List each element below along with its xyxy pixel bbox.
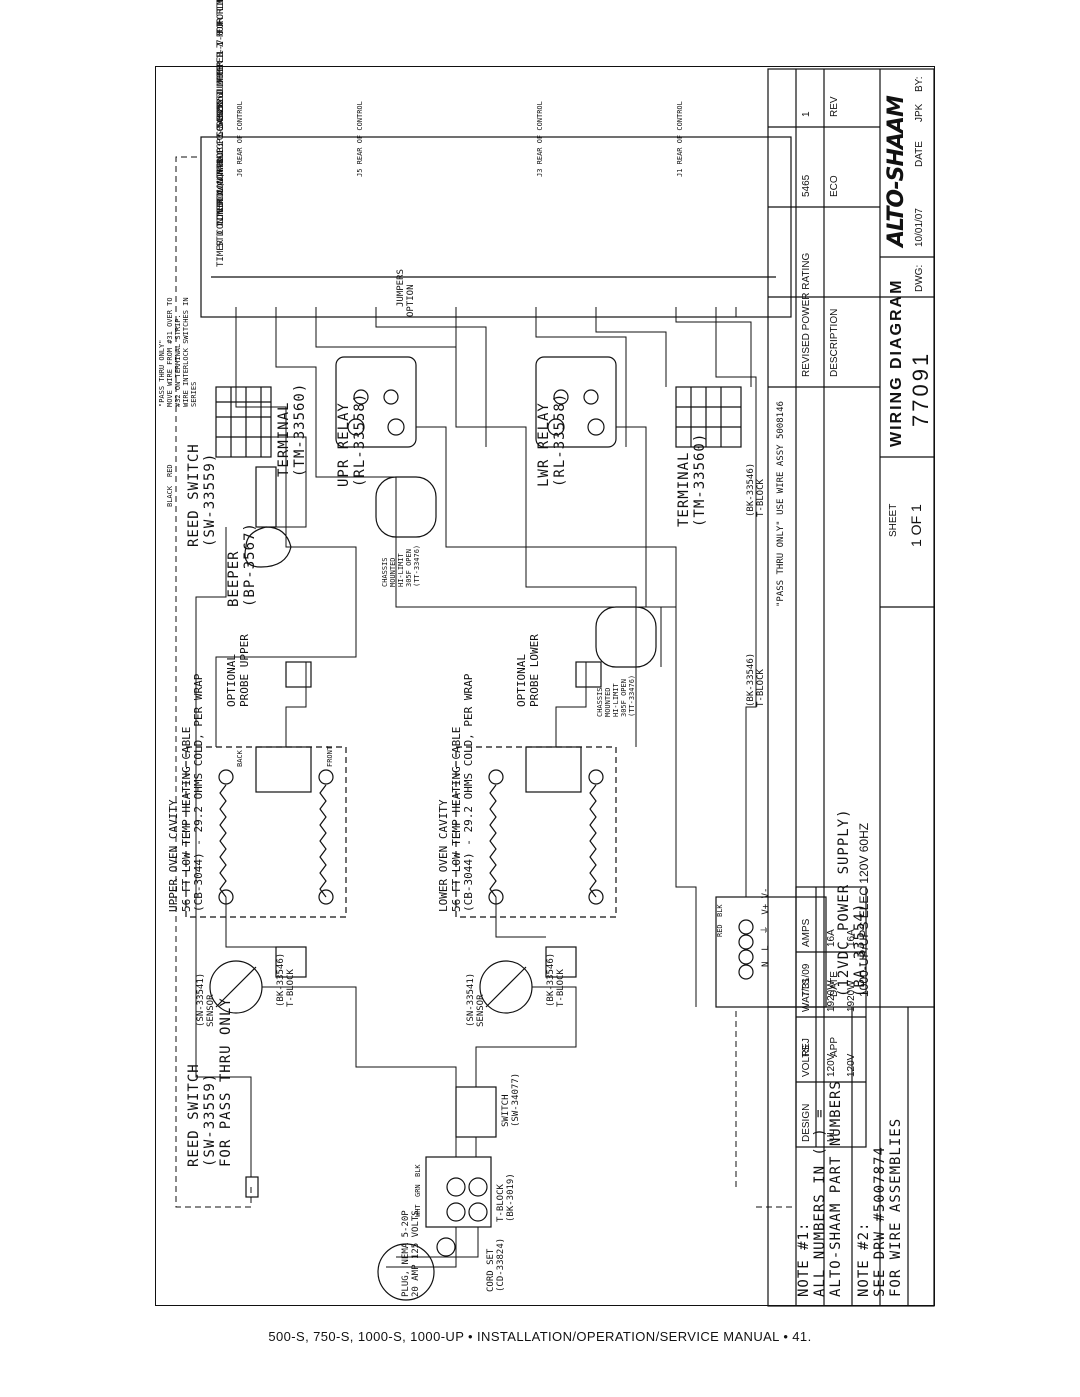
tblock-bottom-label: T-BLOCK (BK-3019) xyxy=(496,1173,517,1222)
header-description: DESCRIPTION xyxy=(829,308,840,377)
rating-volts: 120V xyxy=(826,1053,837,1077)
header-date: DATE xyxy=(829,971,840,997)
red-wire-label-psu: RED xyxy=(716,924,724,937)
probe-lower-label: OPTIONAL PROBE LOWER xyxy=(515,634,541,707)
control-board xyxy=(200,136,792,318)
black-wire-label: BLACK xyxy=(166,485,174,507)
psu-terminals: N L ⏚ V+ V- xyxy=(761,887,771,967)
tblock-right-label: (BK-33546) T-BLOCK xyxy=(746,462,767,517)
pass-thru-note: "PASS THRU ONLY" MOVE WIRE FROM #31 OVER… xyxy=(158,297,199,407)
grn-label: GRN xyxy=(414,1184,422,1197)
switch-label: SWITCH (SW-34077) xyxy=(501,1072,522,1127)
lower-connector xyxy=(525,746,582,793)
lower-cavity-label: LOWER OVEN CAVITY 56 FT LOW TEMP HEATING… xyxy=(437,673,476,912)
upper-connector xyxy=(255,746,312,793)
front-label: FRONT xyxy=(326,745,334,767)
sheet-label: SHEET xyxy=(888,503,899,537)
rear-control-j3: J3 REAR OF CONTROL xyxy=(536,101,544,177)
lower-tblock-label: (BK-33546) T-BLOCK xyxy=(546,952,567,1007)
hi-limit-upper xyxy=(375,476,437,538)
rev-date: 7/31/09 xyxy=(801,963,812,997)
upper-relay-label: UPR RELAY (RL-33558) xyxy=(336,392,369,487)
ground-terminal xyxy=(436,1237,456,1257)
rev-value: 1 xyxy=(801,111,812,117)
probe-upper-label: OPTIONAL PROBE UPPER xyxy=(225,634,251,707)
hi-limit-lower-label: CHASSIS MOUNTED HI-LIMIT 305F OPEN (TT-3… xyxy=(596,674,637,717)
wht-label: WHT xyxy=(414,1204,422,1217)
blk-label-bottom: BLK xyxy=(414,1164,422,1177)
reed-switch-bottom-label: REED SWITCH (SW-33559) FOR PASS THRU ONL… xyxy=(186,997,235,1167)
pass-thru-use-note: "PASS THRU ONLY" USE WIRE ASSY 5008146 xyxy=(776,401,786,607)
probe-upper xyxy=(285,661,312,688)
hi-limit-upper-label: CHASSIS MOUNTED HI-LIMIT 305F OPEN (TT-3… xyxy=(381,544,422,587)
upper-cavity-label: UPPER OVEN CAVITY 56 FT LOW TEMP HEATING… xyxy=(167,673,206,912)
lower-relay-label: LWR RELAY (RL-33558) xyxy=(536,392,569,487)
rotated-drawing: TIMER CONTROL W/ HACCP: 5008955 JUMPER 1… xyxy=(156,0,936,1307)
hi-limit-lower xyxy=(595,606,657,668)
rev-rej: REJ xyxy=(801,1038,812,1057)
beeper-label: BEEPER (BP-3567) xyxy=(226,522,259,607)
rear-control-j5: J5 REAR OF CONTROL xyxy=(356,101,364,177)
lower-relay xyxy=(535,356,617,448)
header-app: APP xyxy=(829,1036,840,1057)
wiring-schematic xyxy=(175,68,935,1307)
switch-block xyxy=(455,1086,497,1138)
rating-amps: 16A xyxy=(826,929,837,947)
rating-volts-2: 120V xyxy=(846,1053,857,1077)
date-value: 10/01/07 xyxy=(914,208,925,247)
rating-design: UL xyxy=(826,1129,837,1142)
probe-lower xyxy=(575,661,602,688)
tblock-mid-label: (BK-33546) T-BLOCK xyxy=(746,652,767,707)
wiring-diagram-sheet: TIMER CONTROL W/ HACCP: 5008955 JUMPER 1… xyxy=(155,0,936,1307)
red-wire-label: RED xyxy=(166,464,174,477)
manual-footer: 500-S, 750-S, 1000-S, 1000-UP • INSTALLA… xyxy=(268,1329,812,1344)
diagram-title: WIRING DIAGRAM xyxy=(888,278,905,447)
plug-label: PLUG, NEMA 5-20P 20 AMP 125 VOLTS xyxy=(401,1210,422,1297)
lower-tblock xyxy=(545,946,577,978)
sheet-value: 1 OF 1 xyxy=(908,504,924,547)
rating-amps-2: 16A xyxy=(846,929,857,947)
rating-watts-2: 1920W xyxy=(846,980,857,1012)
plug-symbol xyxy=(377,1243,435,1301)
alto-shaam-logo: ALTO-SHAAM xyxy=(884,96,909,247)
eco-value: 5465 xyxy=(801,174,812,197)
header-eco: ECO xyxy=(829,175,840,197)
rev-description: REVISED POWER RATING xyxy=(801,252,812,377)
reed-switch-top-label: REED SWITCH (SW-33559) xyxy=(186,443,219,547)
rear-control-j6: J6 REAR OF CONTROL xyxy=(236,101,244,177)
std-control-note: STD CONTROL: CC-34326 xyxy=(216,93,226,207)
date-label: DATE xyxy=(914,141,925,167)
power-supply-box xyxy=(715,896,827,1008)
title-description: 1000-UP/UPS ELEC 120V 60HZ xyxy=(857,822,871,997)
back-label: BACK xyxy=(236,750,244,767)
option-label: OPTION xyxy=(406,284,416,317)
upper-relay xyxy=(335,356,417,448)
rating-header-design: DESIGN xyxy=(801,1103,812,1142)
terminal-top-label: TERMINAL (TM-33560) xyxy=(276,382,309,477)
reed-switch-top xyxy=(255,466,277,528)
by-value: JPK xyxy=(914,103,925,122)
rating-header-amps: AMPS xyxy=(801,918,812,947)
note-2: NOTE #2: SEE DRW #5007874 FOR WIRE ASSEM… xyxy=(856,1117,905,1297)
terminal-right-label: TERMINAL (TM-33560) xyxy=(676,432,709,527)
rear-control-j1: J1 REAR OF CONTROL xyxy=(676,101,684,177)
dwg-label: DWG: xyxy=(914,264,925,292)
by-label: BY: xyxy=(914,76,925,92)
jumpers-label: JUMPERS xyxy=(396,269,406,307)
terminal-strip-top xyxy=(215,386,272,458)
dwg-number: 77091 xyxy=(908,350,933,427)
cord-set-label: CORD SET (CD-33824) xyxy=(486,1237,507,1292)
upper-heating-cable xyxy=(219,784,227,898)
lower-sensor-label: (SN-33541) SENSOR xyxy=(466,972,487,1027)
upper-tblock xyxy=(275,946,307,978)
terminal-strip-right xyxy=(675,386,742,448)
blk-wire-label: BLK xyxy=(716,904,724,917)
title-block-frame xyxy=(767,68,935,1307)
header-rev: REV xyxy=(829,96,840,117)
reed-switch-bottom xyxy=(245,1176,259,1198)
upper-tblock-label: (BK-33546) T-BLOCK xyxy=(276,952,297,1007)
cord-tblock xyxy=(425,1156,492,1228)
